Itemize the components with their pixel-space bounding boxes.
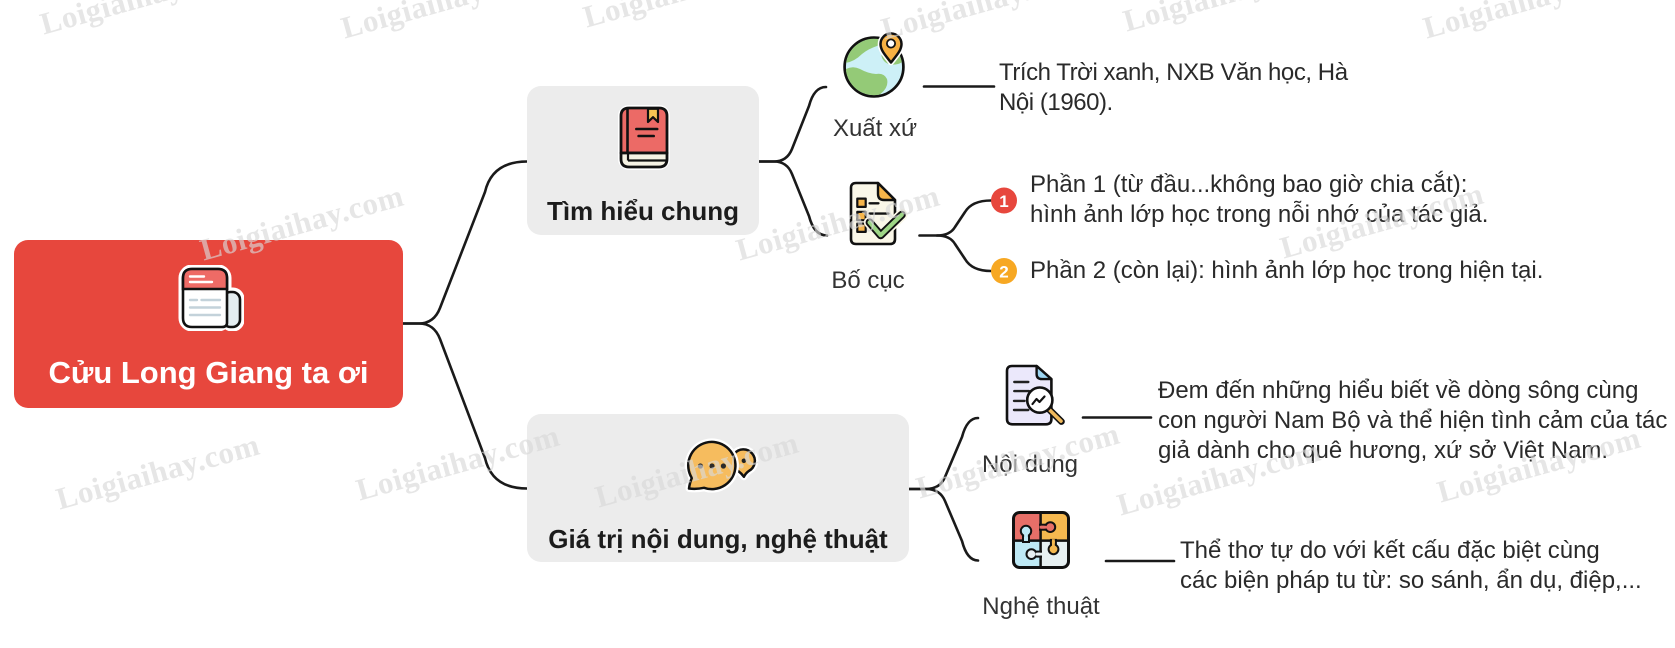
svg-text:2: 2: [999, 263, 1008, 282]
svg-text:1: 1: [999, 192, 1008, 211]
